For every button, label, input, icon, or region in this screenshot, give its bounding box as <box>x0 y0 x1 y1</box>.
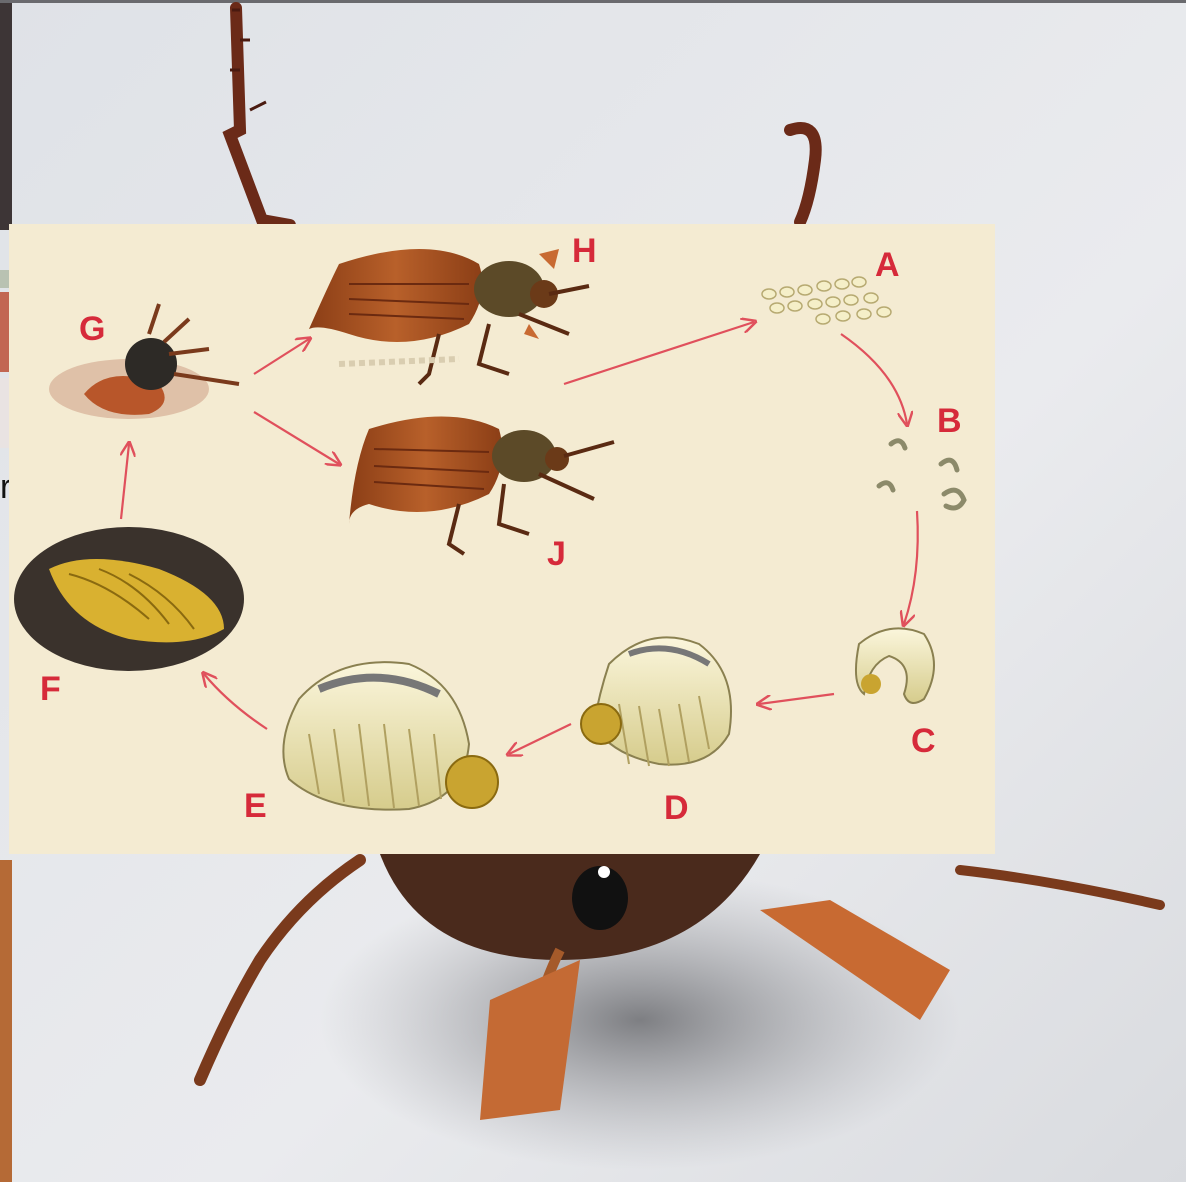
stage-j-female-beetle <box>349 417 614 555</box>
label-e: E <box>244 789 267 823</box>
stage-a-eggs <box>762 277 891 324</box>
stage-b-young-larvae <box>879 441 964 508</box>
label-h: H <box>572 234 597 268</box>
label-c: C <box>911 724 936 758</box>
lifecycle-diagram: A B C D E F G H J <box>9 224 995 854</box>
label-b: B <box>937 404 962 438</box>
stage-e-large-grub <box>283 662 498 809</box>
label-f: F <box>40 672 61 706</box>
stage-d-medium-grub <box>581 637 731 766</box>
lifecycle-arrows <box>121 322 918 754</box>
label-g: G <box>79 312 105 346</box>
stage-h-male-beetle <box>309 249 589 384</box>
label-j: J <box>547 537 566 571</box>
stage-f-pupa <box>14 527 244 671</box>
label-d: D <box>664 791 689 825</box>
stage-g-emerging-beetle <box>49 304 239 419</box>
lifecycle-illustration <box>9 224 995 854</box>
stage-c-small-grub <box>856 628 934 703</box>
label-a: A <box>875 248 900 282</box>
